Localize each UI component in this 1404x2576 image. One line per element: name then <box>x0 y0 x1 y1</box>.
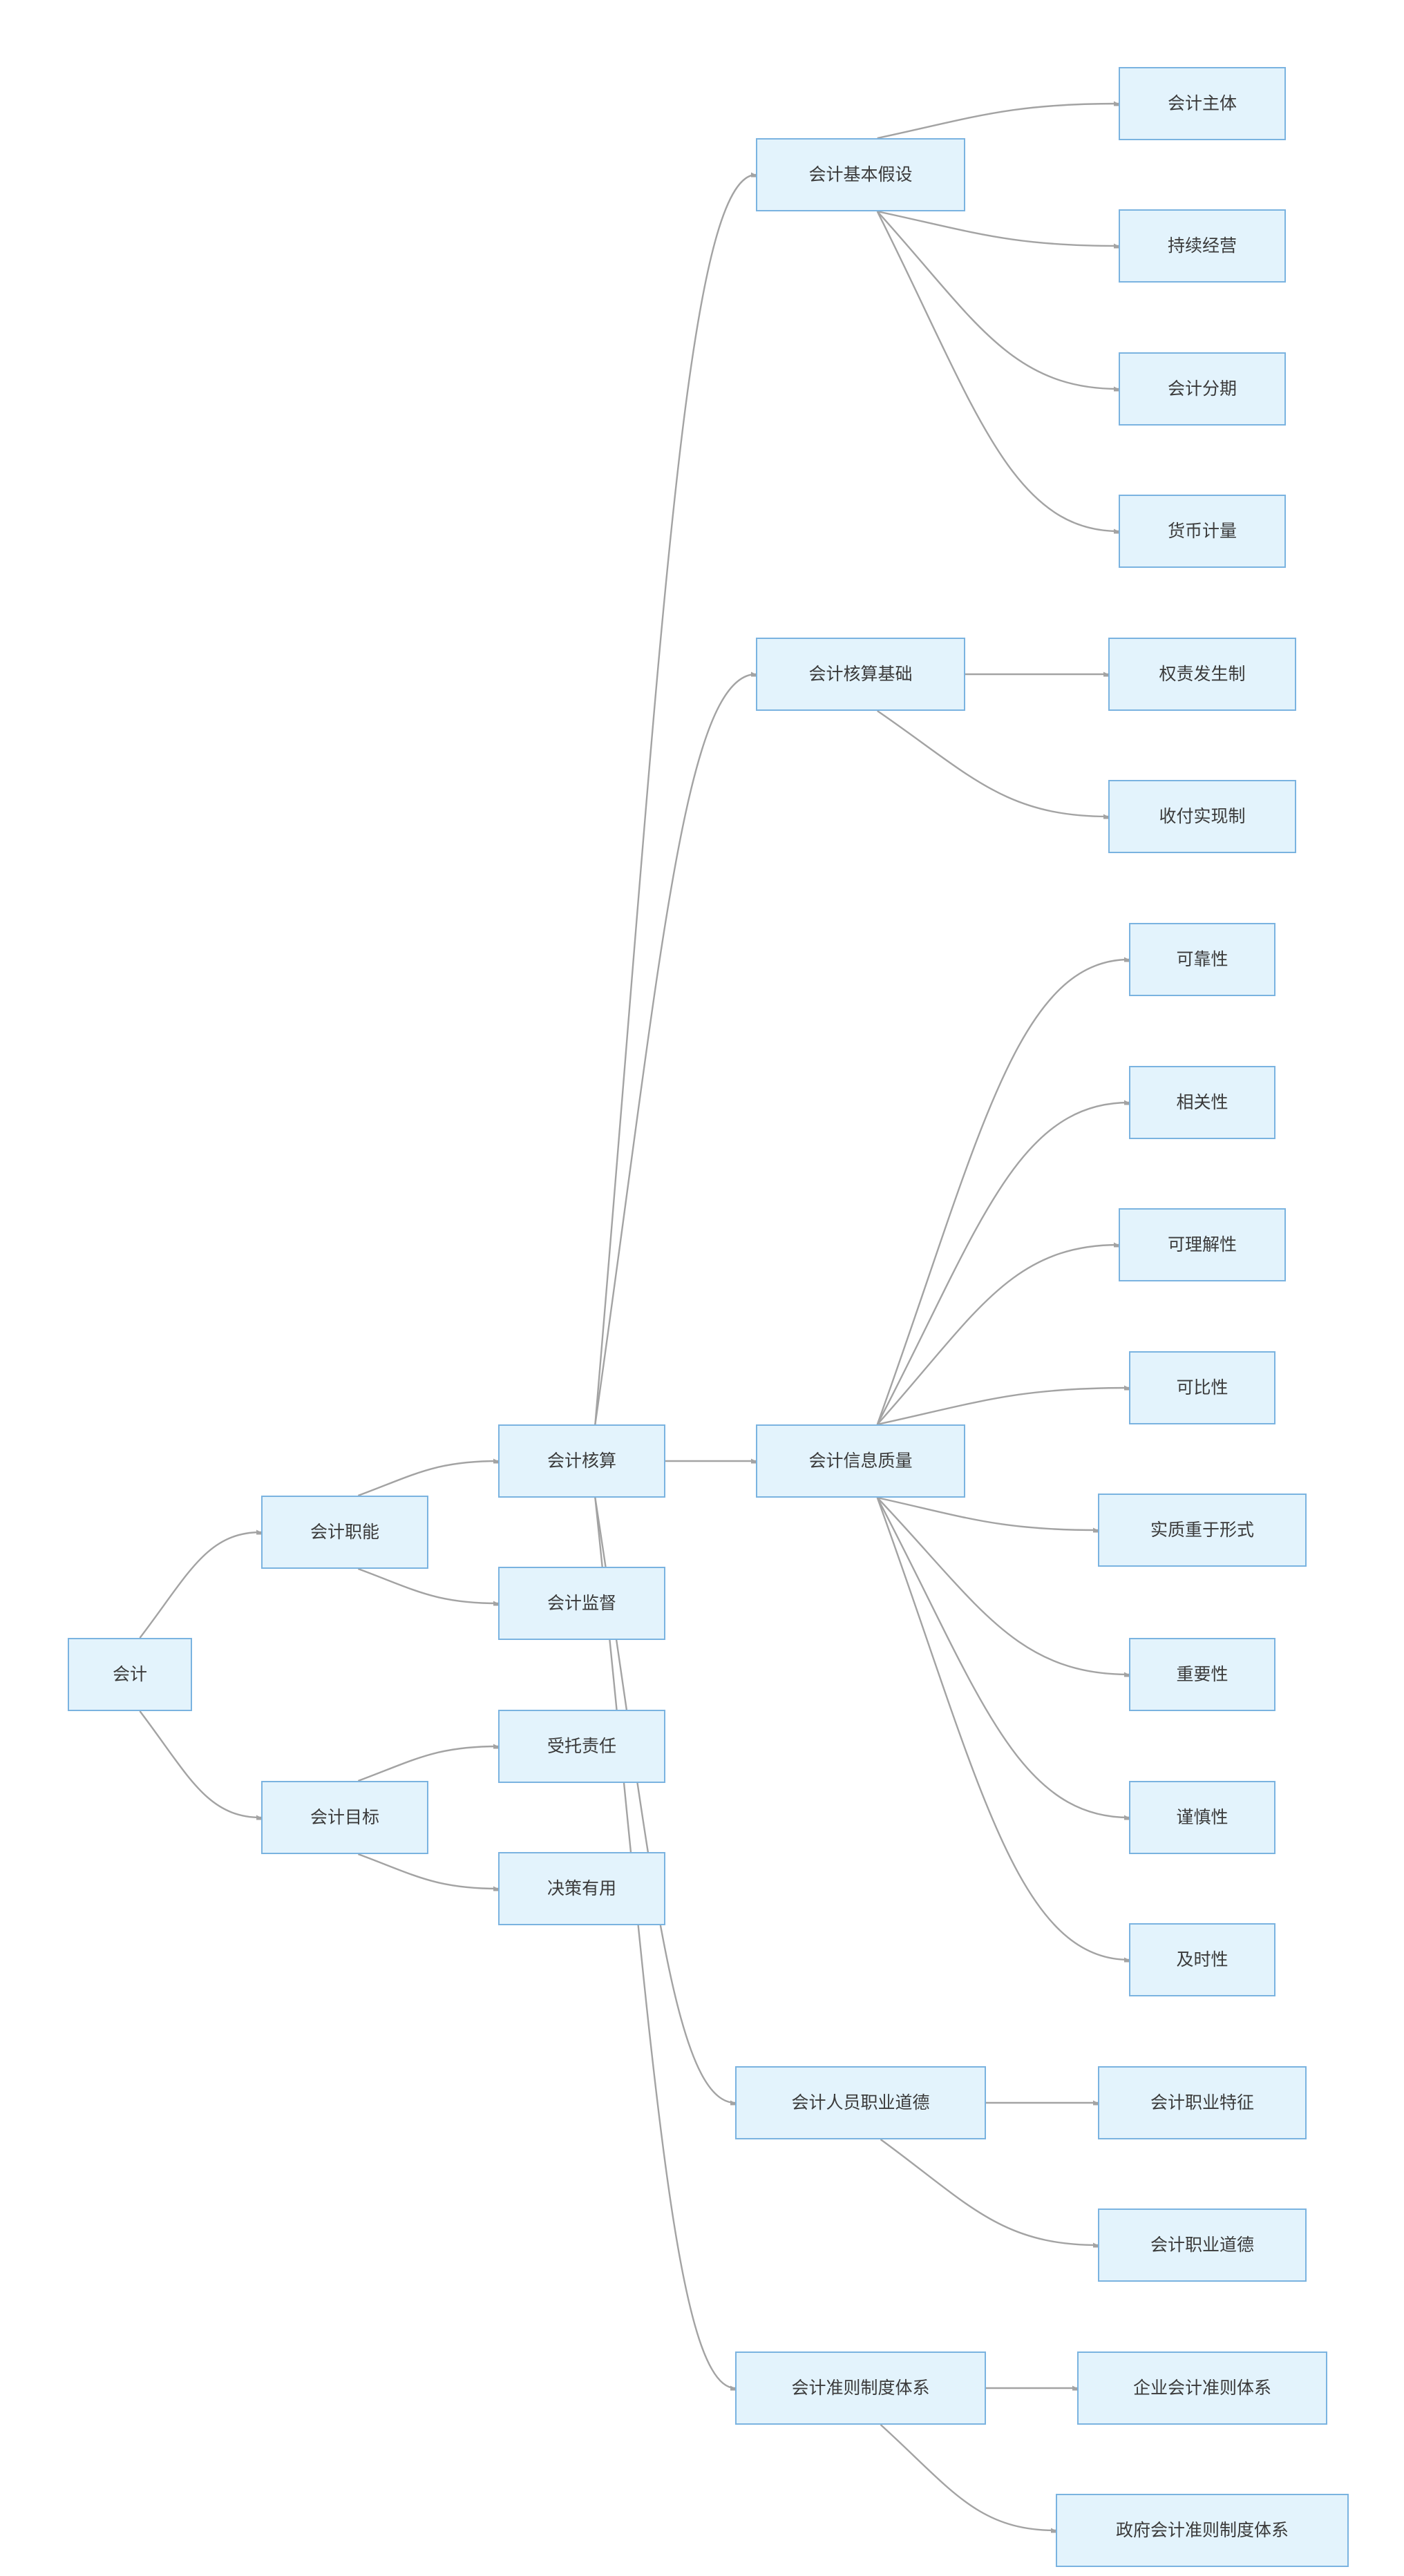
node-label: 权责发生制 <box>1159 664 1246 684</box>
node-root[interactable]: 会计 <box>68 1638 192 1711</box>
node-quanze[interactable]: 权责发生制 <box>1108 638 1296 711</box>
edge-zhiliang-to-zhongyao <box>876 1497 1129 1675</box>
edge-mubiao-to-juece <box>357 1853 498 1889</box>
node-zhiyedaode[interactable]: 会计职业道德 <box>1098 2208 1307 2282</box>
node-label: 可靠性 <box>1176 949 1228 969</box>
edge-jiashe-to-fenqi <box>876 211 1119 389</box>
node-label: 可比性 <box>1176 1377 1228 1397</box>
node-zhiliang[interactable]: 会计信息质量 <box>756 1424 965 1498</box>
edge-zhiliang-to-xiangguan <box>876 1103 1129 1425</box>
edge-zhineng-to-hesuan <box>357 1461 498 1497</box>
node-label: 货币计量 <box>1167 521 1237 541</box>
node-label: 会计职业特征 <box>1150 2092 1254 2112</box>
node-jichu[interactable]: 会计核算基础 <box>756 638 965 711</box>
node-label: 会计信息质量 <box>808 1451 913 1471</box>
node-label: 会计主体 <box>1167 93 1237 113</box>
node-zhineng[interactable]: 会计职能 <box>261 1496 428 1569</box>
node-label: 会计分期 <box>1167 379 1237 399</box>
node-label: 会计职业道德 <box>1150 2235 1254 2255</box>
node-tezheng[interactable]: 会计职业特征 <box>1098 2066 1307 2139</box>
node-zhuti[interactable]: 会计主体 <box>1119 67 1286 140</box>
node-label: 及时性 <box>1176 1949 1228 1969</box>
edge-jiashe-to-huobi <box>876 211 1119 531</box>
node-shoufu[interactable]: 收付实现制 <box>1108 780 1296 853</box>
node-label: 重要性 <box>1176 1664 1228 1684</box>
node-hesuan[interactable]: 会计核算 <box>498 1424 665 1498</box>
edge-zhiliang-to-jinshen <box>876 1497 1129 1817</box>
node-mubiao[interactable]: 会计目标 <box>261 1781 428 1854</box>
node-qiye[interactable]: 企业会计准则体系 <box>1077 2351 1327 2425</box>
node-zhengfu[interactable]: 政府会计准则制度体系 <box>1056 2494 1349 2567</box>
node-jinshen[interactable]: 谨慎性 <box>1129 1781 1275 1854</box>
node-label: 企业会计准则体系 <box>1132 2378 1271 2398</box>
edge-mubiao-to-shoutuo <box>357 1746 498 1782</box>
edge-zhiliang-to-jishi <box>876 1497 1129 1960</box>
node-label: 会计监督 <box>547 1593 616 1613</box>
node-label: 会计职能 <box>310 1522 379 1542</box>
node-label: 政府会计准则制度体系 <box>1115 2520 1289 2540</box>
node-label: 收付实现制 <box>1159 806 1246 826</box>
node-label: 会计准则制度体系 <box>791 2378 930 2398</box>
edge-jiashe-to-zhuti <box>877 104 1119 140</box>
node-shoutuo[interactable]: 受托责任 <box>498 1710 665 1783</box>
edge-zhiliang-to-kelijie <box>876 1245 1119 1425</box>
node-label: 实质重于形式 <box>1150 1520 1254 1540</box>
edge-daode-to-zhiyedaode <box>880 2139 1098 2245</box>
edge-hesuan-to-daode <box>594 1497 735 2103</box>
node-zhongyao[interactable]: 重要性 <box>1129 1638 1275 1711</box>
node-xiangguan[interactable]: 相关性 <box>1129 1066 1275 1139</box>
node-jiashe[interactable]: 会计基本假设 <box>756 138 965 211</box>
node-label: 会计目标 <box>310 1807 379 1827</box>
node-label: 决策有用 <box>547 1878 616 1898</box>
node-label: 受托责任 <box>547 1736 616 1756</box>
node-kebi[interactable]: 可比性 <box>1129 1351 1275 1424</box>
edge-hesuan-to-jiashe <box>594 175 756 1425</box>
node-fenqi[interactable]: 会计分期 <box>1119 352 1286 426</box>
node-label: 可理解性 <box>1167 1234 1237 1254</box>
edge-zhiliang-to-shizhi <box>877 1496 1098 1530</box>
node-jishi[interactable]: 及时性 <box>1129 1923 1275 1996</box>
edge-hesuan-to-jichu <box>594 674 756 1425</box>
edge-root-to-mubiao <box>139 1710 261 1817</box>
edge-zhineng-to-jiandu <box>357 1567 498 1603</box>
node-daode[interactable]: 会计人员职业道德 <box>735 2066 986 2139</box>
node-kelijie[interactable]: 可理解性 <box>1119 1208 1286 1281</box>
node-zhunze[interactable]: 会计准则制度体系 <box>735 2351 986 2425</box>
edge-zhunze-to-zhengfu <box>880 2424 1056 2530</box>
node-label: 谨慎性 <box>1176 1807 1228 1827</box>
node-huobi[interactable]: 货币计量 <box>1119 495 1286 568</box>
node-label: 相关性 <box>1176 1092 1228 1112</box>
edge-zhiliang-to-kekao <box>876 960 1129 1425</box>
node-label: 持续经营 <box>1167 236 1237 256</box>
node-kekao[interactable]: 可靠性 <box>1129 923 1275 996</box>
node-label: 会计核算基础 <box>808 664 913 684</box>
node-jiandu[interactable]: 会计监督 <box>498 1567 665 1640</box>
node-juece[interactable]: 决策有用 <box>498 1852 665 1925</box>
edge-root-to-zhineng <box>139 1532 261 1639</box>
node-label: 会计基本假设 <box>808 164 913 184</box>
edge-jichu-to-shoufu <box>877 710 1108 817</box>
node-label: 会计核算 <box>547 1451 616 1471</box>
node-shizhi[interactable]: 实质重于形式 <box>1098 1494 1307 1567</box>
node-label: 会计人员职业道德 <box>791 2092 930 2112</box>
node-label: 会计 <box>112 1664 147 1684</box>
edge-zhiliang-to-kebi <box>877 1388 1129 1426</box>
edge-jiashe-to-chixu <box>877 210 1119 246</box>
node-chixu[interactable]: 持续经营 <box>1119 209 1286 283</box>
